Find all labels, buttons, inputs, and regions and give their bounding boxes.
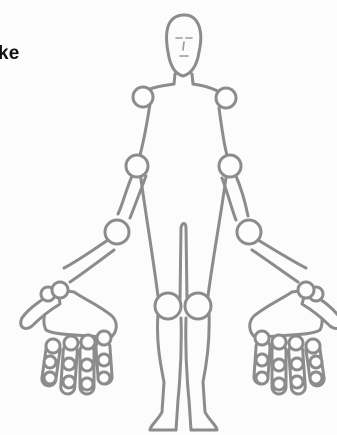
- head: [167, 15, 201, 76]
- right-leg: [186, 314, 217, 430]
- left-elbow-joint: [126, 155, 148, 177]
- left-leg: [150, 224, 187, 431]
- left-fingers: [41, 331, 113, 394]
- left-knee-joint: [155, 293, 181, 319]
- right-elbow-joint: [219, 155, 241, 177]
- right-knee-joint: [185, 293, 211, 319]
- right-wrist-joint: [237, 220, 261, 244]
- torso: [136, 84, 231, 296]
- left-hand-joint: [52, 282, 68, 298]
- right-hand-joint: [298, 282, 314, 298]
- right-fingers: [253, 331, 325, 394]
- right-arm: [222, 176, 306, 282]
- left-shoulder-joint: [133, 87, 153, 107]
- right-shoulder-joint: [216, 88, 236, 108]
- left-wrist-joint: [105, 220, 129, 244]
